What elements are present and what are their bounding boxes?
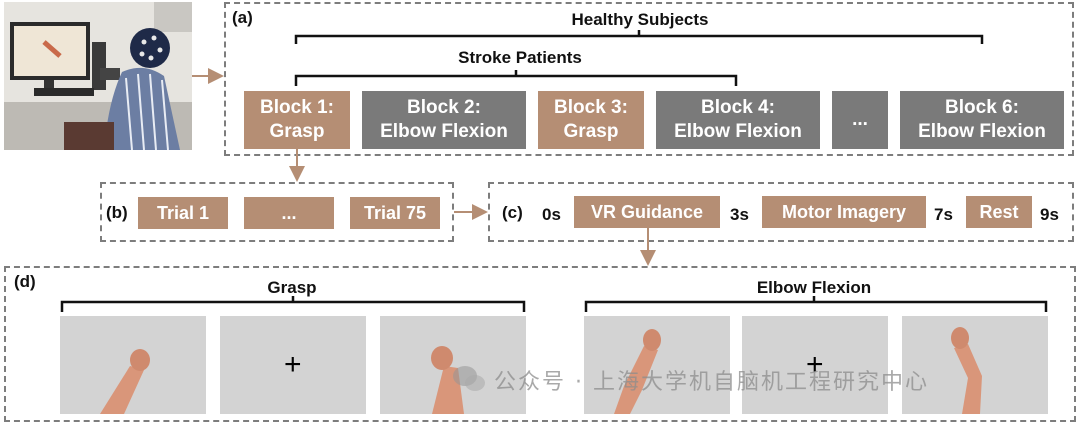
brace-title-grasp: Grasp: [267, 278, 317, 297]
panel-a-label: (a): [232, 8, 253, 27]
block-ellipsis-label: ...: [852, 109, 868, 130]
trial-1-chip: Trial 1: [138, 197, 228, 229]
block-3-label: Block 3: Grasp: [554, 97, 628, 142]
elbow-frame-imagery: +: [742, 316, 888, 414]
time-0s: 0s: [542, 205, 561, 224]
block-1: Block 1: Grasp: [244, 91, 350, 149]
block-2-label: Block 2: Elbow Flexion: [380, 97, 508, 142]
elbow-arm-guidance: [614, 329, 661, 414]
brace-title-stroke: Stroke Patients: [458, 48, 582, 67]
phase-rest-label: Rest: [979, 201, 1019, 222]
brace-title-elbow: Elbow Flexion: [756, 278, 872, 297]
block-2: Block 2: Elbow Flexion: [362, 91, 526, 149]
phase-vr-guidance: VR Guidance: [574, 196, 720, 228]
panel-c-label: (c): [502, 203, 523, 222]
trial-ellipsis-label: ...: [281, 202, 297, 223]
wechat-watermark-icon: [453, 366, 485, 391]
phase-vr-guidance-label: VR Guidance: [590, 201, 704, 222]
block-1-label: Block 1: Grasp: [260, 97, 334, 142]
panel-d-label: (d): [14, 272, 36, 291]
block-4: Block 4: Elbow Flexion: [656, 91, 820, 149]
block-4-label: Block 4: Elbow Flexion: [674, 97, 802, 142]
phase-motor-imagery: Motor Imagery: [762, 196, 926, 228]
elbow-frame-guidance: [584, 316, 730, 414]
phase-rest: Rest: [966, 196, 1032, 228]
grasp-frame-imagery: +: [220, 316, 366, 414]
time-3s: 3s: [730, 205, 749, 224]
panel-a-box: [224, 2, 1074, 156]
block-ellipsis: ...: [832, 91, 888, 149]
watermark-text: 公众号 · 上海大学机自脑机工程研究中心: [494, 370, 929, 395]
subject-photo-illustration: [4, 2, 192, 150]
elbow-arm-rest: [951, 327, 982, 414]
panel-c-box: [488, 182, 1074, 242]
phase-motor-imagery-label: Motor Imagery: [781, 201, 907, 222]
trial-1-label: Trial 1: [156, 202, 210, 223]
trial-ellipsis-chip: ...: [244, 197, 334, 229]
trial-75-label: Trial 75: [363, 202, 427, 223]
grasp-arm-guidance: [100, 349, 150, 414]
elbow-fixation-cross: +: [806, 348, 824, 381]
block-6: Block 6: Elbow Flexion: [900, 91, 1064, 149]
panel-d-box: [4, 266, 1076, 422]
brace-title-healthy: Healthy Subjects: [571, 10, 709, 29]
grasp-fixation-cross: +: [284, 348, 302, 381]
block-3: Block 3: Grasp: [538, 91, 644, 149]
grasp-frame-guidance: [60, 316, 206, 414]
panel-b-box: [100, 182, 454, 242]
subject-photo: [4, 2, 192, 150]
time-9s: 9s: [1040, 205, 1059, 224]
elbow-frame-rest: [902, 316, 1048, 414]
trial-75-chip: Trial 75: [350, 197, 440, 229]
panel-b-label: (b): [106, 203, 128, 222]
grasp-frame-rest: [380, 316, 526, 414]
time-7s: 7s: [934, 205, 953, 224]
block-6-label: Block 6: Elbow Flexion: [918, 97, 1046, 142]
